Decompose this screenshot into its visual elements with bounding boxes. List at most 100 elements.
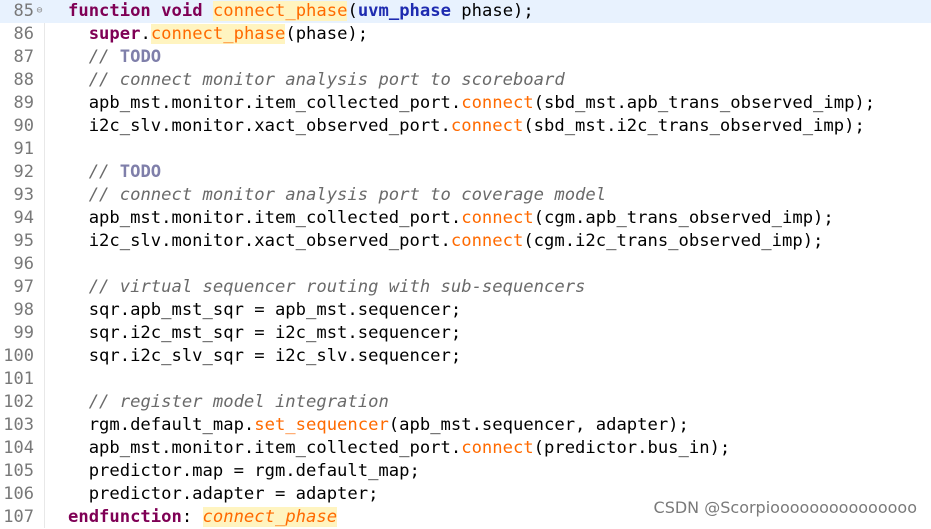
line-number: 103	[3, 415, 34, 435]
code-text: function void connect_phase(uvm_phase ph…	[68, 0, 534, 23]
token-comment: // connect monitor analysis port to scor…	[88, 70, 565, 90]
token-call: connect	[450, 231, 524, 251]
token-call-hl: connect_phase	[150, 24, 286, 44]
code-line[interactable]: 98 sqr.apb_mst_sqr = apb_mst.sequencer;	[0, 299, 931, 322]
code-line[interactable]: 89 apb_mst.monitor.item_collected_port.c…	[0, 92, 931, 115]
token-plain: (sbd_mst.apb_trans_observed_imp);	[533, 93, 876, 113]
token-plain: predictor.map = rgm.default_map;	[68, 461, 420, 481]
fold-collapse-icon[interactable]: ⊖	[36, 5, 43, 16]
line-number: 85	[0, 0, 34, 23]
token-plain	[68, 392, 89, 412]
line-number: 96	[13, 254, 34, 274]
token-keyword: function	[68, 1, 151, 21]
token-keyword: void	[161, 1, 203, 21]
code-line[interactable]: 103 rgm.default_map.set_sequencer(apb_ms…	[0, 414, 931, 437]
token-plain: (cgm.i2c_trans_observed_imp);	[523, 231, 824, 251]
code-text: apb_mst.monitor.item_collected_port.conn…	[68, 437, 731, 460]
line-number: 94	[13, 208, 34, 228]
code-text: // connect monitor analysis port to scor…	[68, 69, 565, 92]
line-number: 87	[13, 47, 34, 67]
token-comment: // register model integration	[88, 392, 389, 412]
code-text: // register model integration	[68, 391, 389, 414]
token-plain: (predictor.bus_in);	[533, 438, 731, 458]
token-plain	[151, 1, 161, 21]
token-plain	[68, 24, 89, 44]
code-text: // connect monitor analysis port to cove…	[68, 184, 606, 207]
code-text: apb_mst.monitor.item_collected_port.conn…	[68, 92, 875, 115]
line-number: 92	[13, 162, 34, 182]
line-number: 100	[3, 346, 34, 366]
token-type: uvm_phase	[357, 1, 451, 21]
code-line[interactable]: 94 apb_mst.monitor.item_collected_port.c…	[0, 207, 931, 230]
token-plain: apb_mst.monitor.item_collected_port.	[68, 93, 462, 113]
token-plain	[68, 70, 89, 90]
token-keyword: super	[88, 24, 141, 44]
token-plain	[68, 162, 89, 182]
code-line[interactable]: 90 i2c_slv.monitor.xact_observed_port.co…	[0, 115, 931, 138]
line-number: 93	[13, 185, 34, 205]
code-text: sqr.i2c_slv_sqr = i2c_slv.sequencer;	[68, 345, 462, 368]
line-number: 89	[13, 93, 34, 113]
token-plain: i2c_slv.monitor.xact_observed_port.	[68, 116, 451, 136]
line-number: 98	[13, 300, 34, 320]
token-call: connect	[450, 116, 524, 136]
token-plain: sqr.apb_mst_sqr = apb_mst.sequencer;	[68, 300, 462, 320]
token-plain: .	[140, 24, 151, 44]
token-plain: (cgm.apb_trans_observed_imp);	[533, 208, 834, 228]
code-text: i2c_slv.monitor.xact_observed_port.conne…	[68, 230, 824, 253]
token-todo: TODO	[119, 47, 162, 67]
code-line[interactable]: 101	[0, 368, 931, 391]
code-line[interactable]: 106 predictor.adapter = adapter;	[0, 483, 931, 506]
token-comment: //	[88, 47, 120, 67]
code-line[interactable]: 88 // connect monitor analysis port to s…	[0, 69, 931, 92]
code-line[interactable]: 102 // register model integration	[0, 391, 931, 414]
token-label-hl: connect_phase	[202, 507, 338, 527]
code-line[interactable]: 87 // TODO	[0, 46, 931, 69]
code-line[interactable]: 85⊖ function void connect_phase(uvm_phase…	[0, 0, 931, 23]
code-line[interactable]: 86 super.connect_phase(phase);	[0, 23, 931, 46]
token-plain: sqr.i2c_mst_sqr = i2c_mst.sequencer;	[68, 323, 462, 343]
line-number: 106	[3, 484, 34, 504]
code-line[interactable]: 96	[0, 253, 931, 276]
token-plain: (phase);	[285, 24, 369, 44]
code-line[interactable]: 92 // TODO	[0, 161, 931, 184]
code-text: sqr.apb_mst_sqr = apb_mst.sequencer;	[68, 299, 462, 322]
code-text: endfunction: connect_phase	[68, 506, 338, 529]
line-number: 86	[13, 24, 34, 44]
token-comment: // virtual sequencer routing with sub-se…	[88, 277, 586, 297]
code-line[interactable]: 93 // connect monitor analysis port to c…	[0, 184, 931, 207]
token-comment: //	[88, 162, 120, 182]
code-text: i2c_slv.monitor.xact_observed_port.conne…	[68, 115, 865, 138]
line-number: 104	[3, 438, 34, 458]
code-line[interactable]: 100 sqr.i2c_slv_sqr = i2c_slv.sequencer;	[0, 345, 931, 368]
line-number: 101	[3, 369, 34, 389]
token-plain	[68, 277, 89, 297]
line-number: 90	[13, 116, 34, 136]
line-number-gutter	[0, 0, 44, 528]
code-text: super.connect_phase(phase);	[68, 23, 368, 46]
token-plain: apb_mst.monitor.item_collected_port.	[68, 208, 462, 228]
code-line[interactable]: 91	[0, 138, 931, 161]
token-plain: (	[347, 1, 358, 21]
token-call: set_sequencer	[254, 415, 389, 435]
token-comment: // connect monitor analysis port to cove…	[88, 185, 607, 205]
code-line[interactable]: 97 // virtual sequencer routing with sub…	[0, 276, 931, 299]
token-todo: TODO	[119, 162, 162, 182]
code-line[interactable]: 99 sqr.i2c_mst_sqr = i2c_mst.sequencer;	[0, 322, 931, 345]
code-line[interactable]: 105 predictor.map = rgm.default_map;	[0, 460, 931, 483]
token-plain: rgm.default_map.	[68, 415, 255, 435]
code-line[interactable]: 95 i2c_slv.monitor.xact_observed_port.co…	[0, 230, 931, 253]
token-plain: apb_mst.monitor.item_collected_port.	[68, 438, 462, 458]
line-number: 88	[13, 70, 34, 90]
token-plain: phase);	[450, 1, 534, 21]
watermark: CSDN @Scorpiooooooooooooooo	[653, 498, 917, 517]
code-line[interactable]: 104 apb_mst.monitor.item_collected_port.…	[0, 437, 931, 460]
token-call: connect	[461, 438, 534, 458]
line-number: 95	[13, 231, 34, 251]
gutter-divider	[44, 0, 45, 528]
code-text: sqr.i2c_mst_sqr = i2c_mst.sequencer;	[68, 322, 462, 345]
code-text: predictor.map = rgm.default_map;	[68, 460, 420, 483]
token-call: connect	[461, 93, 534, 113]
